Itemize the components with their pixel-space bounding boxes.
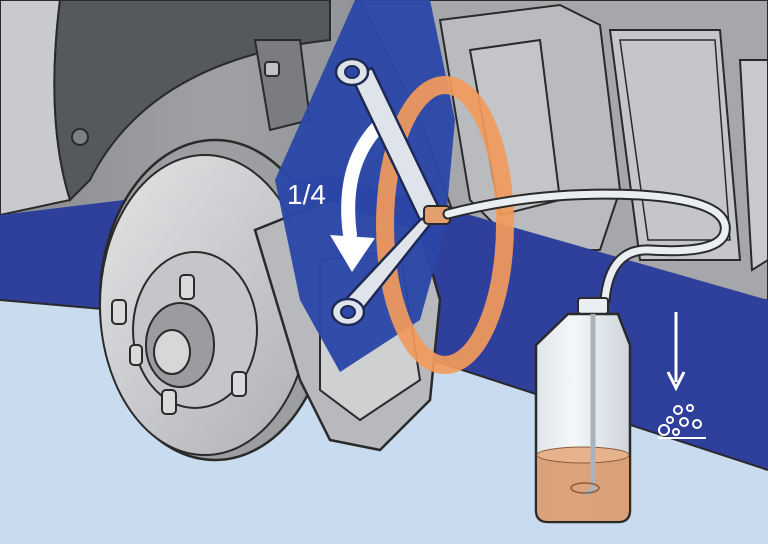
- drain-tube: [442, 188, 731, 306]
- brake-rotor: [98, 138, 332, 462]
- lug-studs: [111, 274, 247, 415]
- wrench-icon: [330, 57, 444, 327]
- rotation-ring: [376, 76, 514, 374]
- down-arrow-icon: [666, 312, 686, 392]
- catch-bottle: [534, 297, 632, 524]
- bubbles-icon: [658, 404, 706, 439]
- rotation-wedge: [275, 0, 455, 372]
- quarter-turn-label: 1/4: [287, 179, 326, 210]
